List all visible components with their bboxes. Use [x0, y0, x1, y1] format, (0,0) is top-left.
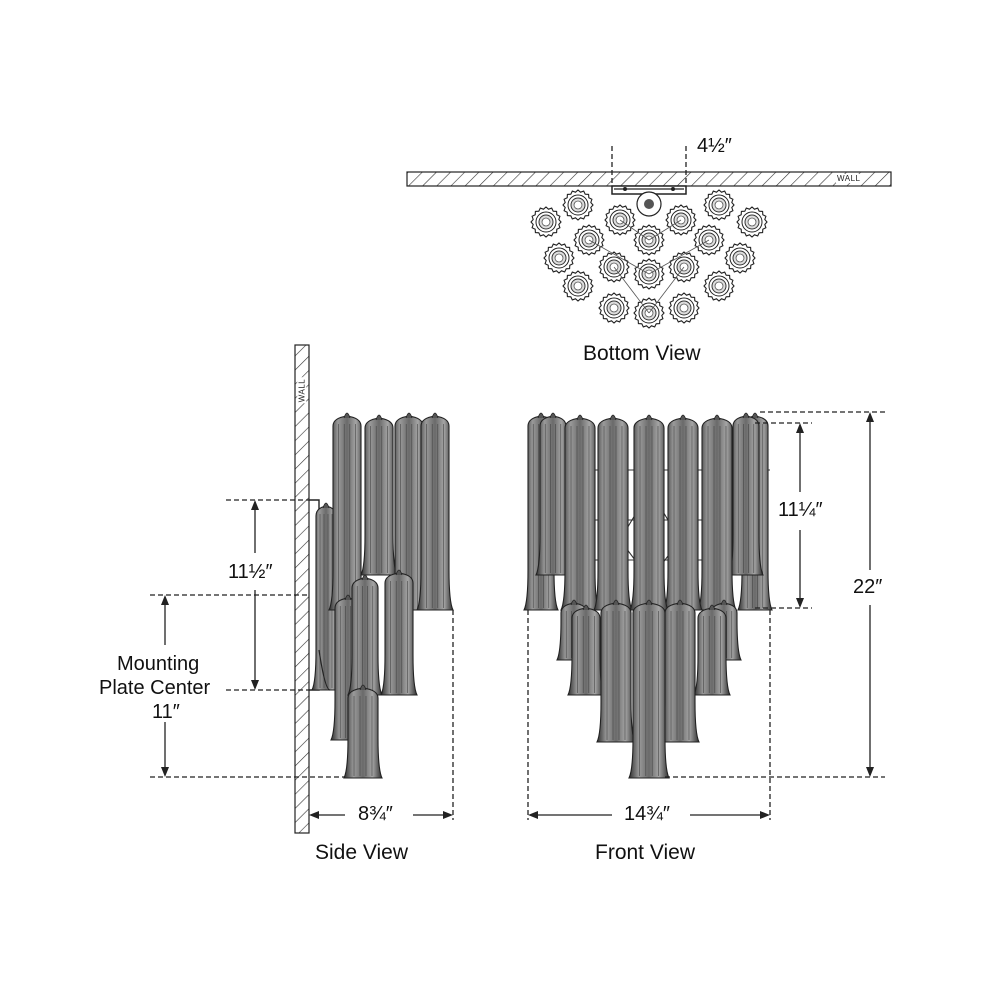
side-tube: [347, 574, 383, 696]
front-tube: [728, 412, 764, 576]
side-tube: [343, 684, 383, 779]
front-tube: [560, 414, 600, 611]
side-view-pendants: [311, 412, 454, 779]
mounting-value-label: 11″: [152, 701, 180, 723]
bottom-wall: [406, 171, 892, 187]
side-wall: [294, 344, 310, 834]
front-tube: [535, 412, 571, 576]
rosette: [693, 224, 725, 256]
bottom-view-rosettes: [530, 189, 768, 329]
side-wall-label: WALL: [297, 377, 307, 404]
front-width-label: 14¾″: [624, 803, 671, 825]
rosette: [543, 242, 575, 274]
rosette: [736, 206, 768, 238]
front-tube: [596, 599, 636, 743]
front-tube: [693, 604, 731, 696]
bottom-wall-label: WALL: [836, 174, 862, 183]
side-view-title: Side View: [315, 841, 409, 864]
rosette: [530, 206, 562, 238]
bottom-view-title: Bottom View: [583, 342, 701, 365]
front-tube: [593, 414, 633, 611]
side-tube: [380, 569, 418, 696]
front-view-title: Front View: [595, 841, 695, 864]
front-upper-label: 11¼″: [778, 499, 823, 521]
rosette: [668, 292, 700, 324]
rosette: [598, 292, 630, 324]
rosette: [562, 270, 594, 302]
rosette: [562, 189, 594, 221]
side-tube: [328, 412, 366, 611]
front-tube: [660, 599, 700, 743]
front-tube: [663, 414, 703, 611]
plate-width-label: 4½″: [697, 135, 732, 157]
side-tube: [416, 412, 454, 611]
front-tube: [628, 599, 670, 779]
front-tube: [697, 414, 737, 611]
front-tube: [567, 604, 605, 696]
front-view-pendants: [523, 412, 773, 779]
mounting-label-line2: Plate Center: [99, 677, 211, 699]
side-height-label: 11½″: [228, 561, 273, 583]
rosette: [703, 270, 735, 302]
mounting-label-line1: Mounting: [117, 653, 200, 675]
side-depth-label: 8¾″: [358, 803, 393, 825]
side-view: [150, 344, 454, 834]
front-view: [523, 411, 885, 820]
rosette: [724, 242, 756, 274]
bottom-view: [406, 146, 892, 329]
front-tube: [629, 414, 669, 611]
front-height-label: 22″: [853, 576, 883, 598]
rosette: [703, 189, 735, 221]
side-tube: [360, 414, 398, 576]
